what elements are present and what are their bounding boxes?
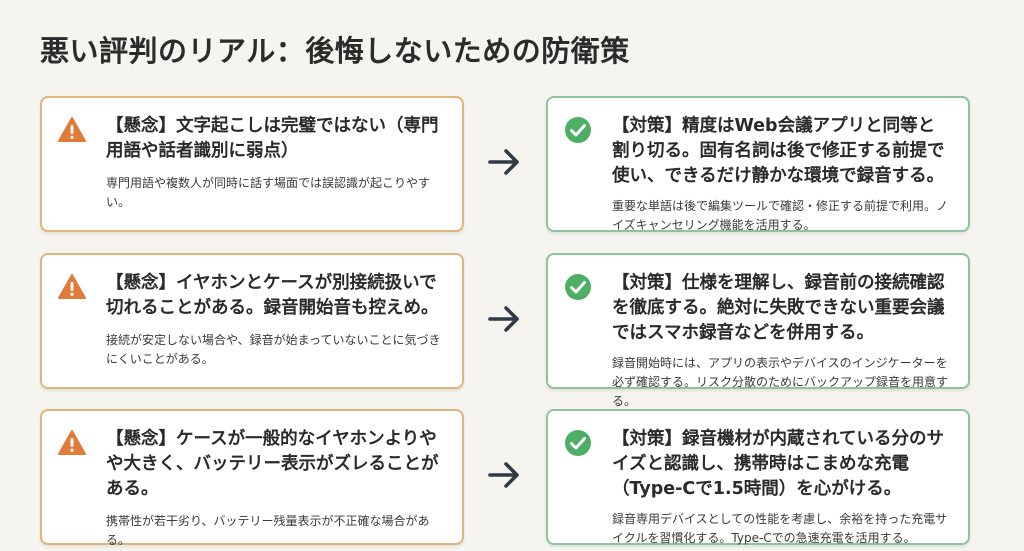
solution-heading: 【対策】精度はWeb会議アプリと同等と割り切る。固有名詞は後で修正する前提で使い…	[612, 116, 945, 186]
concern-card-2: 【懸念】イヤホンとケースが別接続扱いで切れることがある。録音開始音も控えめ。 接…	[40, 253, 464, 389]
solution-card-2: 【対策】仕様を理解し、録音前の接続確認を徹底する。絶対に失敗できない重要会議では…	[546, 253, 970, 408]
concern-card-1: 【懸念】文字起こしは完璧ではない（専門用語や話者識別に弱点） 専門用語や複数人が…	[40, 96, 464, 232]
warning-icon	[58, 274, 86, 299]
solution-body: 録音開始時には、アプリの表示やデバイスのインジケーターを必ず確認する。リスク分散…	[612, 356, 949, 408]
arrow-right-icon	[488, 462, 519, 488]
comparison-row-2: 【懸念】イヤホンとケースが別接続扱いで切れることがある。録音開始音も控えめ。 接…	[40, 253, 970, 408]
concern-heading: 【懸念】文字起こしは完璧ではない（専門用語や話者識別に弱点）	[106, 116, 439, 161]
concern-body: 接続が安定しない場合や、録音が始まっていないことに気づきにくいことがある。	[106, 333, 441, 366]
check-circle-icon	[565, 430, 591, 456]
warning-icon	[58, 117, 86, 142]
solution-heading: 【対策】仕様を理解し、録音前の接続確認を徹底する。絶対に失敗できない重要会議では…	[612, 273, 945, 343]
warning-icon	[58, 430, 86, 455]
solution-body: 重要な単語は後で編集ツールで確認・修正する前提で利用。ノイズキャンセリング機能を…	[612, 199, 949, 232]
solution-card-3: 【対策】録音機材が内蔵されている分のサイズと認識し、携帯時はこまめな充電（Typ…	[546, 409, 970, 545]
concern-body: 携帯性が若干劣り、バッテリー残量表示が不正確な場合がある。	[106, 514, 430, 547]
check-circle-icon	[565, 274, 591, 300]
concern-body: 専門用語や複数人が同時に話す場面では誤認識が起こりやすい。	[106, 176, 431, 209]
solution-body: 録音専用デバイスとしての性能を考慮し、余裕を持った充電サイクルを習慣化する。Ty…	[612, 512, 948, 545]
arrow-right-icon	[488, 306, 519, 332]
comparison-row-1: 【懸念】文字起こしは完璧ではない（専門用語や話者識別に弱点） 専門用語や複数人が…	[40, 96, 970, 238]
check-circle-icon	[565, 117, 591, 143]
concern-heading: 【懸念】ケースが一般的なイヤホンよりやや大きく、バッテリー表示がズレることがある…	[106, 429, 439, 499]
page-title: 悪い評判のリアル：後悔しないための防衛策	[40, 34, 630, 68]
arrow-right-icon	[488, 149, 519, 175]
solution-heading: 【対策】録音機材が内蔵されている分のサイズと認識し、携帯時はこまめな充電（Typ…	[612, 429, 944, 499]
concern-card-3: 【懸念】ケースが一般的なイヤホンよりやや大きく、バッテリー表示がズレることがある…	[40, 409, 464, 547]
concern-heading: 【懸念】イヤホンとケースが別接続扱いで切れることがある。録音開始音も控えめ。	[106, 273, 439, 318]
comparison-row-3: 【懸念】ケースが一般的なイヤホンよりやや大きく、バッテリー表示がズレることがある…	[40, 409, 970, 551]
solution-card-1: 【対策】精度はWeb会議アプリと同等と割り切る。固有名詞は後で修正する前提で使い…	[546, 96, 970, 232]
